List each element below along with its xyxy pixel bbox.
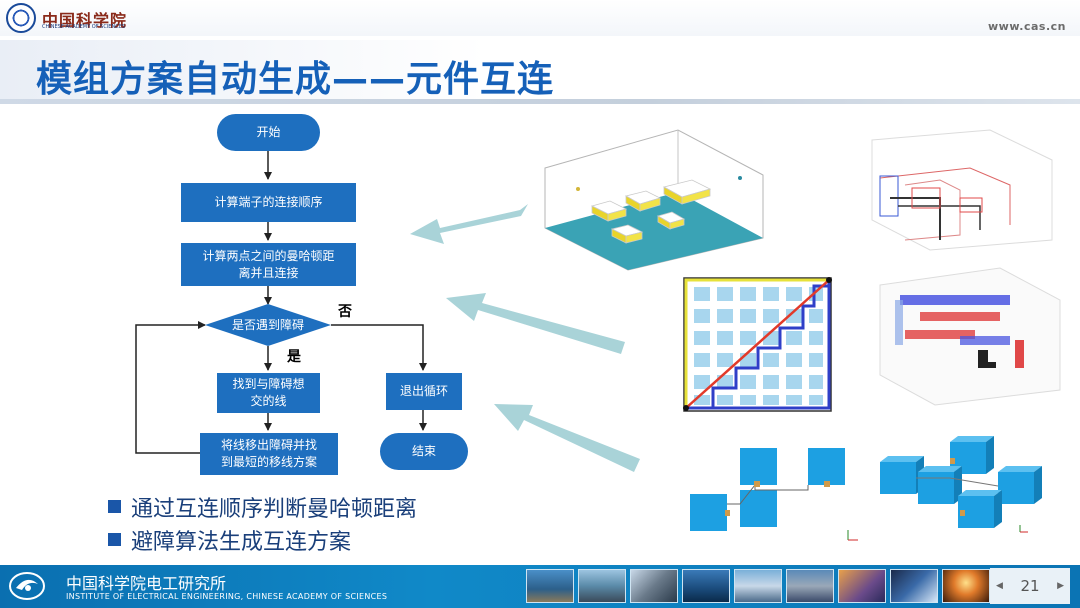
title-band — [0, 40, 1080, 104]
photo-thumbnail — [734, 569, 782, 603]
photo-thumbnail — [890, 569, 938, 603]
step-find-line2: 交的线 — [250, 394, 287, 408]
step-exit-loop: 退出循环 — [386, 373, 462, 410]
photo-thumbnail — [682, 569, 730, 603]
grid-routing-diagram — [683, 277, 832, 412]
footer-photo-strip — [526, 569, 990, 603]
institute-name-cn: 中国科学院电工研究所 — [66, 574, 227, 593]
bullet-square-icon — [108, 500, 121, 513]
bullet-item: 通过互连顺序判断曼哈顿距离 — [108, 490, 417, 523]
step-manhattan-line2: 离并且连接 — [238, 265, 299, 280]
step-manhattan-line1: 计算两点之间的曼哈顿距 — [202, 248, 335, 263]
photo-thumbnail — [838, 569, 886, 603]
step-find-line: 找到与障碍想 交的线 — [217, 373, 320, 413]
photo-thumbnail — [630, 569, 678, 603]
wireframe-model-mid — [879, 267, 1061, 406]
page-number: 21 — [1020, 577, 1040, 595]
step-calc-order: 计算端子的连接顺序 — [181, 183, 356, 222]
org-name-en: CHINESE ACADEMY OF SCIENCES — [42, 24, 126, 30]
bullet-square-icon — [108, 533, 121, 546]
bullet-text: 避障算法生成互连方案 — [131, 529, 352, 555]
pointer-arrows — [410, 204, 640, 472]
step-move-line: 将线移出障碍并找 到最短的移线方案 — [200, 433, 338, 475]
bullet-item: 避障算法生成互连方案 — [108, 523, 417, 556]
next-arrow-icon[interactable]: ▶ — [1057, 581, 1064, 591]
layout-2d-blocks — [690, 448, 858, 541]
step-find-line1: 找到与障碍想 — [232, 377, 305, 391]
prev-arrow-icon[interactable]: ◀ — [996, 581, 1003, 591]
org-name-cn: 中国科学院 — [42, 11, 128, 30]
photo-thumbnail — [578, 569, 626, 603]
no-label: 否 — [338, 304, 352, 320]
end-node: 结束 — [380, 433, 468, 470]
cas-seal-icon — [6, 3, 36, 33]
institute-name-en: INSTITUTE OF ELECTRICAL ENGINEERING, CHI… — [66, 592, 388, 601]
photo-thumbnail — [942, 569, 990, 603]
wireframe-model-top — [871, 129, 1053, 251]
website-link[interactable]: www.cas.cn — [988, 20, 1066, 33]
start-node: 开始 — [217, 114, 320, 151]
step-manhattan: 计算两点之间的曼哈顿距 离并且连接 — [181, 243, 356, 286]
iee-logo-icon — [9, 572, 45, 600]
page-nav: ◀ 21 ▶ — [990, 568, 1070, 604]
bullet-text: 通过互连顺序判断曼哈顿距离 — [131, 496, 418, 522]
decision-label: 是否遇到障碍 — [231, 317, 304, 332]
photo-thumbnail — [526, 569, 574, 603]
yes-label: 是 — [287, 349, 301, 365]
header-bar — [0, 0, 1080, 36]
photo-thumbnail — [786, 569, 834, 603]
layout-3d-room — [544, 129, 764, 271]
decision-diamond — [205, 304, 331, 346]
step-move-line1: 将线移出障碍并找 — [220, 438, 317, 452]
step-move-line2: 到最短的移线方案 — [220, 455, 317, 469]
layout-3d-cubes — [880, 436, 1042, 533]
slide-title: 模组方案自动生成——元件互连 — [36, 59, 555, 100]
bullet-list: 通过互连顺序判断曼哈顿距离 避障算法生成互连方案 — [108, 490, 417, 556]
